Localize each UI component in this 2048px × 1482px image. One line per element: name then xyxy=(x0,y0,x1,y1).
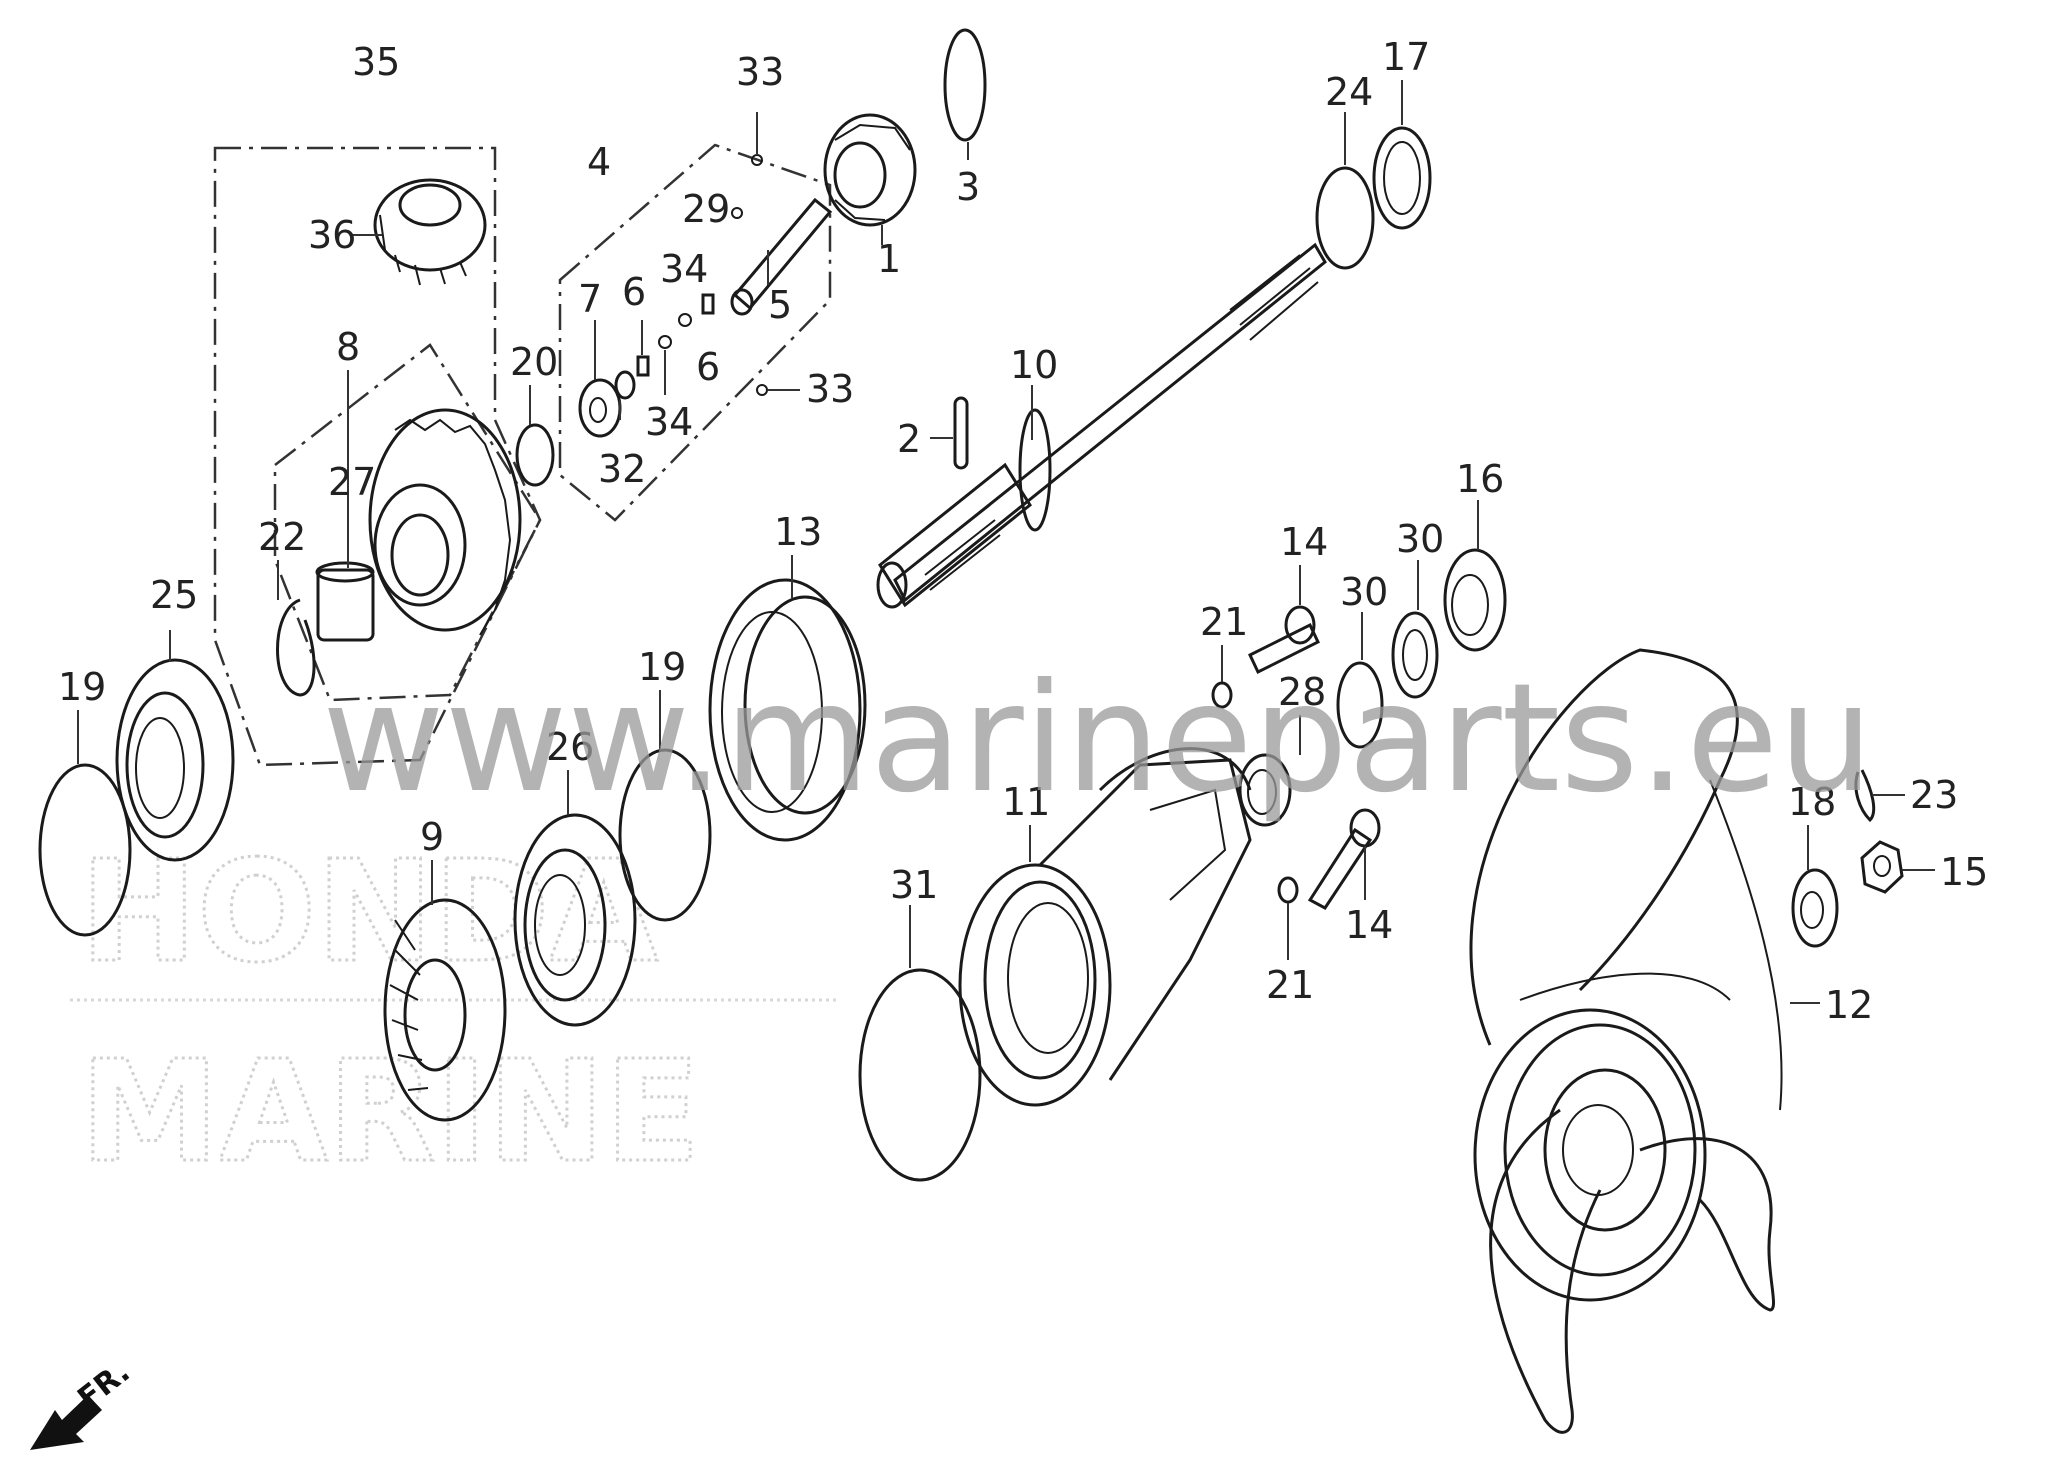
callout-31: 31 xyxy=(890,863,938,907)
reverse-gear-part xyxy=(383,898,507,1122)
needle-bearing-28-part xyxy=(1238,753,1292,827)
callout-17: 17 xyxy=(1382,35,1430,79)
callout-8: 8 xyxy=(336,325,360,369)
callout-labels: 1 2 3 4 5 6 6 7 8 9 10 11 12 13 14 14 15… xyxy=(58,35,1988,1027)
callout-3: 3 xyxy=(956,165,980,209)
ring-3-part xyxy=(943,28,987,142)
group-8-outline xyxy=(273,343,542,702)
callout-23: 23 xyxy=(1910,773,1958,817)
forward-gear-part xyxy=(368,408,522,636)
callout-30b: 30 xyxy=(1396,517,1444,561)
washer-21b-part xyxy=(1277,876,1299,904)
pin-33b-part xyxy=(756,384,768,396)
callout-36: 36 xyxy=(308,213,356,257)
callout-21b: 21 xyxy=(1266,963,1314,1007)
oil-seal-30a-part xyxy=(1336,661,1384,749)
washer-21a-part xyxy=(1211,681,1233,709)
cotter-pin-23-part xyxy=(1854,769,1876,823)
callout-7: 7 xyxy=(578,277,602,321)
callout-10: 10 xyxy=(1010,343,1058,387)
shift-rod-part xyxy=(730,197,833,316)
callout-30a: 30 xyxy=(1340,570,1388,614)
callout-15: 15 xyxy=(1940,850,1988,894)
bolt-14a-part xyxy=(1248,605,1320,675)
callout-11: 11 xyxy=(1002,780,1050,824)
honda-marine-watermark: HONDA MARINE xyxy=(70,830,840,1196)
callout-33a: 33 xyxy=(736,50,784,94)
spring-6b-part xyxy=(701,293,715,315)
oil-seal-30b-part xyxy=(1391,611,1439,699)
callout-18: 18 xyxy=(1788,780,1836,824)
thrust-bushing-16-part xyxy=(1443,548,1507,652)
gear-case-housing-part xyxy=(958,747,1252,1107)
callout-29: 29 xyxy=(682,187,730,231)
ball-34a-part xyxy=(658,335,672,349)
callout-19b: 19 xyxy=(638,645,686,689)
propeller-shaft-part xyxy=(876,242,1327,609)
front-direction-arrow: FR. xyxy=(30,1355,137,1450)
callout-24: 24 xyxy=(1325,70,1373,114)
callout-26: 26 xyxy=(546,725,594,769)
propeller-part xyxy=(1469,648,1783,1434)
shifter-part xyxy=(578,378,622,438)
pin-2-part xyxy=(953,396,969,470)
callout-6a: 6 xyxy=(622,270,646,314)
callout-6b: 6 xyxy=(696,345,720,389)
callout-25: 25 xyxy=(150,573,198,617)
group-35-outline xyxy=(213,146,542,767)
pinion-gear-part xyxy=(373,178,487,286)
bearing-holder-ring-part xyxy=(708,578,867,842)
ball-34b-part xyxy=(678,313,692,327)
callout-19a: 19 xyxy=(58,665,106,709)
callout-1: 1 xyxy=(877,237,901,281)
o-ring-31-part xyxy=(858,968,982,1182)
callout-13: 13 xyxy=(774,510,822,554)
washer-17-part xyxy=(1372,126,1432,230)
needle-bearing-part xyxy=(315,561,375,642)
callout-2: 2 xyxy=(897,417,921,461)
callout-33b: 33 xyxy=(806,367,854,411)
clutch-dog-part xyxy=(823,113,917,227)
o-ring-32-part xyxy=(614,370,636,400)
callout-14b: 14 xyxy=(1345,903,1393,947)
callout-5: 5 xyxy=(768,283,792,327)
callout-28: 28 xyxy=(1278,670,1326,714)
washer-18-part xyxy=(1791,868,1839,948)
callout-34a: 34 xyxy=(660,247,708,291)
bearing-26-part xyxy=(513,813,637,1027)
castle-nut-15-part xyxy=(1860,840,1904,894)
washer-24-part xyxy=(1315,166,1375,270)
callout-12: 12 xyxy=(1825,983,1873,1027)
bearing-25-part xyxy=(115,658,235,862)
o-ring-19-mid-part xyxy=(618,748,712,922)
callout-16: 16 xyxy=(1456,457,1504,501)
callout-4: 4 xyxy=(587,140,611,184)
callout-32: 32 xyxy=(598,447,646,491)
o-ring-19-left-part xyxy=(38,763,132,937)
callout-34b: 34 xyxy=(645,400,693,444)
group-4-outline xyxy=(558,143,832,522)
callout-35: 35 xyxy=(352,40,400,84)
callout-21a: 21 xyxy=(1200,600,1248,644)
callout-22: 22 xyxy=(258,515,306,559)
callout-27: 27 xyxy=(328,460,376,504)
circlip-part xyxy=(276,598,316,697)
site-watermark: www.marineparts.eu xyxy=(322,652,1874,826)
watermark-line-honda: HONDA xyxy=(80,831,658,994)
callout-9: 9 xyxy=(420,815,444,859)
callout-14a: 14 xyxy=(1280,520,1328,564)
shim-20-part xyxy=(515,423,555,487)
spring-6a-part xyxy=(636,355,650,377)
pin-29-part xyxy=(731,207,743,219)
callout-20: 20 xyxy=(510,340,558,384)
